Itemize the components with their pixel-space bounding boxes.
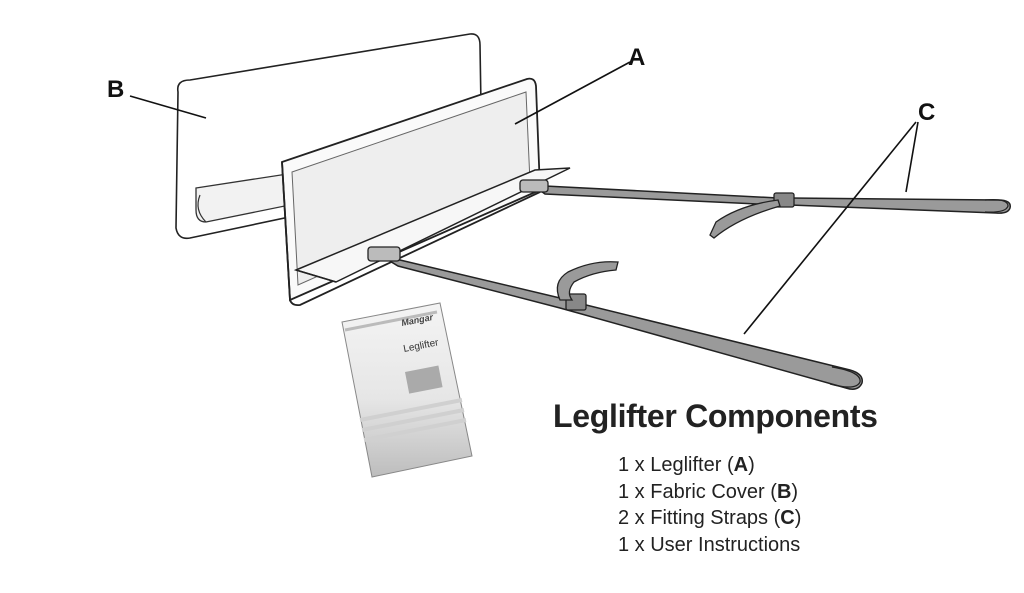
component-text: 1 x Leglifter ( <box>618 454 734 476</box>
fitting-strap-lower <box>367 246 863 390</box>
callout-line-b <box>129 95 207 119</box>
callout-label-c: C <box>918 99 936 126</box>
fitting-strap-upper <box>519 179 1011 239</box>
component-item-fabric-cover: 1 x Fabric Cover (B) <box>618 479 801 506</box>
callout-label-a: A <box>628 44 646 71</box>
component-text: 1 x Fabric Cover ( <box>618 480 777 503</box>
callout-lines <box>129 61 919 335</box>
component-text: 1 x User Instructions <box>618 533 801 556</box>
component-code: B <box>776 480 792 503</box>
component-item-leglifter: 1 x Leglifter (A) <box>618 452 801 479</box>
component-text-end: ) <box>794 507 802 529</box>
component-code: C <box>780 507 795 529</box>
component-item-user-instructions: 1 x User Instructions <box>618 532 801 559</box>
callout-label-b: B <box>107 76 125 103</box>
user-instructions-booklet: Mangar Leglifter <box>341 302 473 478</box>
component-text-end: ) <box>791 480 799 503</box>
component-text-end: ) <box>748 454 755 476</box>
callout-line-c1 <box>743 121 917 335</box>
callout-line-a <box>514 61 631 125</box>
components-title: Leglifter Components <box>553 398 878 434</box>
component-item-fitting-straps: 2 x Fitting Straps (C) <box>618 505 801 532</box>
booklet-illustration <box>405 365 443 394</box>
components-list: 1 x Leglifter (A) 1 x Fabric Cover (B) 2… <box>618 452 801 558</box>
component-code: A <box>733 454 749 476</box>
component-text: 2 x Fitting Straps ( <box>618 507 781 529</box>
callout-line-c2 <box>905 121 919 193</box>
leglifter-board <box>281 77 571 307</box>
